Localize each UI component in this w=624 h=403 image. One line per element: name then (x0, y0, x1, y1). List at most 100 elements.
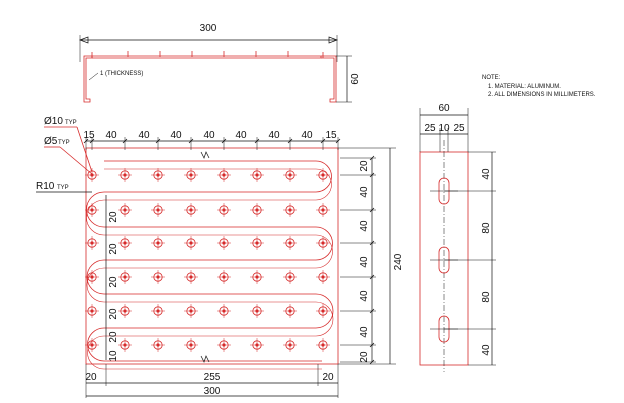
top-width-label: 300 (200, 23, 217, 34)
inner-width-label: 255 (204, 372, 221, 383)
hole (184, 270, 198, 284)
left-spacing-label: 20 (108, 331, 119, 343)
top-spacing-labels: 15 40 40 40 40 40 40 40 15 (83, 130, 337, 141)
hole (316, 304, 330, 318)
hole (283, 168, 297, 182)
front-height-label: 240 (393, 253, 404, 270)
hole (316, 338, 330, 352)
hole (283, 203, 297, 217)
hole (151, 203, 165, 217)
right-tick-mark (369, 342, 375, 348)
side-width-label: 60 (438, 103, 450, 114)
hole (118, 304, 132, 318)
top-tick-mark (254, 138, 260, 144)
top-tick-mark (221, 138, 227, 144)
left-spacing-labels: 20 20 20 20 20 10 (105, 195, 119, 362)
top-spacing-label: 40 (170, 130, 182, 141)
hole (316, 236, 330, 250)
hole (118, 338, 132, 352)
side-sub-label: 25 (424, 123, 436, 134)
groove-path-inner (86, 168, 334, 370)
hole (250, 270, 264, 284)
right-spacing-label: 40 (359, 186, 370, 198)
hole (316, 168, 330, 182)
side-sub-label: 25 (453, 123, 465, 134)
hole (217, 168, 231, 182)
hole (151, 338, 165, 352)
side-right-label: 40 (481, 168, 492, 180)
right-tick-mark (369, 155, 375, 161)
right-tick-mark (369, 240, 375, 246)
top-spacing-label: 40 (138, 130, 150, 141)
break-mark-top (200, 151, 210, 159)
hole (118, 270, 132, 284)
hole (283, 304, 297, 318)
bottom-left-label: 20 (85, 372, 97, 383)
hole (316, 270, 330, 284)
hole (283, 270, 297, 284)
hole (250, 168, 264, 182)
top-spacing-label: 40 (235, 130, 247, 141)
hole (217, 236, 231, 250)
hole (118, 203, 132, 217)
channel-profile (83, 55, 93, 103)
right-tick-mark (369, 207, 375, 213)
right-spacing-label: 20 (359, 160, 370, 172)
right-spacing-label: 20 (359, 351, 370, 363)
thickness-label: 1 (THICKNESS) (100, 71, 143, 77)
hole (118, 236, 132, 250)
hole (250, 304, 264, 318)
notes-block: NOTE: 1. MATERIAL: ALUMINUM. 2. ALL DIME… (482, 75, 596, 98)
top-spacing-label: 15 (325, 130, 337, 141)
side-right-label: 40 (481, 344, 492, 356)
hole-callouts: Ø10 TYP Ø5 TYP R10 TYP (36, 116, 93, 193)
right-spacing-label: 40 (359, 256, 370, 268)
right-spacing-label: 40 (359, 290, 370, 302)
hole (283, 338, 297, 352)
hole (85, 236, 99, 250)
hole (217, 270, 231, 284)
right-spacing-labels: 20 40 40 40 40 40 20 (359, 160, 370, 363)
right-spacing-label: 40 (359, 220, 370, 232)
hole-grid (85, 168, 330, 352)
top-tick-mark (335, 138, 341, 144)
left-spacing-label: 20 (108, 308, 119, 320)
right-tick-mark (369, 274, 375, 280)
hole (184, 168, 198, 182)
serpentine-groove (86, 160, 334, 370)
plate-outline (85, 147, 339, 365)
hole (184, 338, 198, 352)
top-tick-mark (83, 138, 89, 144)
top-spacing-label: 40 (105, 130, 117, 141)
hole (250, 203, 264, 217)
hole (283, 236, 297, 250)
top-tick-mark (287, 138, 293, 144)
svg-text:TYP: TYP (65, 120, 77, 126)
left-spacing-label: 10 (108, 350, 119, 362)
top-tick-mark (188, 138, 194, 144)
bottom-right-label: 20 (322, 372, 334, 383)
hole (85, 304, 99, 318)
top-tick-mark (122, 138, 128, 144)
hole (151, 168, 165, 182)
hole (217, 338, 231, 352)
hole (184, 236, 198, 250)
side-sub-label: 10 (438, 123, 450, 134)
note-line-1: 1. MATERIAL: ALUMINUM. (488, 84, 561, 90)
side-view: 60 25 10 25 40 80 80 40 (419, 103, 496, 372)
hole (151, 304, 165, 318)
top-spacing-label: 40 (301, 130, 313, 141)
groove-path (86, 160, 334, 362)
hole (85, 338, 99, 352)
hole (250, 338, 264, 352)
top-profile-view: 300 60 1 (THICKNESS) (79, 23, 361, 103)
hole (85, 203, 99, 217)
left-spacing-label: 20 (108, 211, 119, 223)
hole (184, 304, 198, 318)
side-right-label: 80 (481, 222, 492, 234)
note-line-2: 2. ALL DIMENSIONS IN MILLIMETERS. (488, 92, 596, 98)
hole (85, 270, 99, 284)
top-tick-mark (320, 138, 326, 144)
svg-text:TYP: TYP (57, 185, 69, 191)
hole (151, 270, 165, 284)
